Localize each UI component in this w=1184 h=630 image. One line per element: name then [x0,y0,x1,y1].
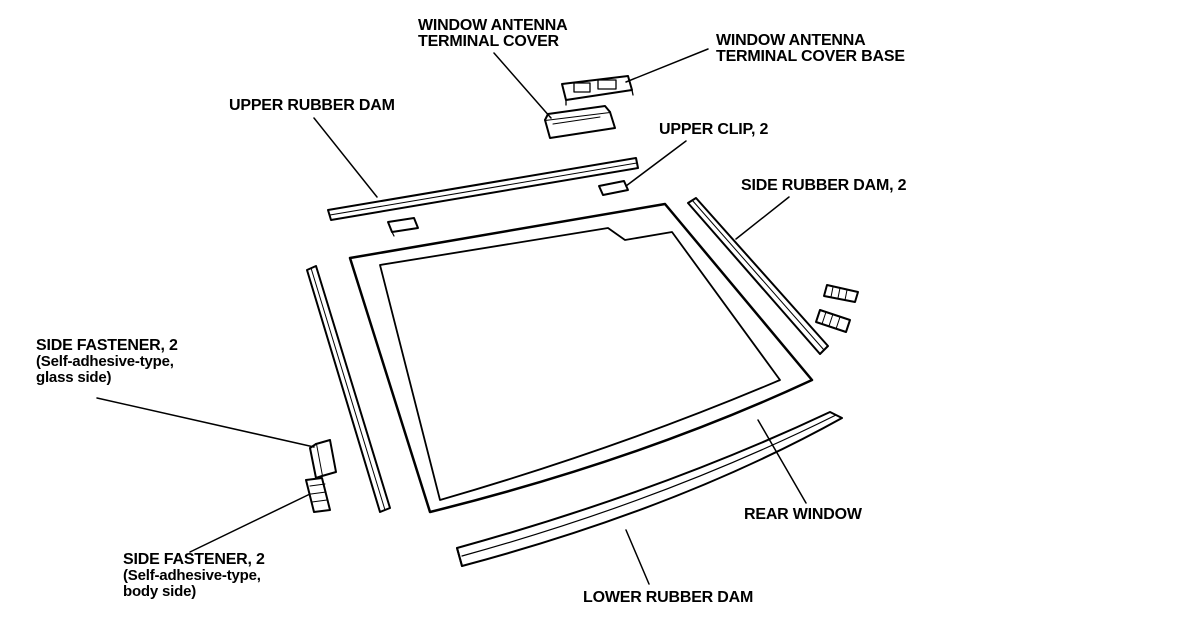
leader-lines [96,48,807,585]
leader-upper-clip [625,140,687,187]
label-line: TERMINAL COVER [418,33,559,50]
leader-side-rubber-dam [735,196,790,240]
label-line: (Self-adhesive-type, [36,353,174,370]
leader-terminal-cover [493,52,552,119]
rear-window-glass [348,202,814,514]
side-fastener-body-side [305,477,331,513]
side-fastener-glass-side [309,439,337,479]
side-fastener-right-lower [815,309,851,333]
label-line: TERMINAL COVER BASE [716,48,905,65]
label-lower-rubber-dam: LOWER RUBBER DAM [583,589,754,606]
side-rubber-dam-right [687,197,829,355]
upper-clip-left [387,217,419,237]
leader-upper-rubber-dam [313,117,378,198]
window-antenna-terminal-cover-base [561,75,634,106]
label-side-fastener-body-side: SIDE FASTENER, 2 (Self-adhesive-type, bo… [123,552,265,600]
label-upper-clip: UPPER CLIP, 2 [659,121,769,138]
leader-rear-window [757,419,807,504]
label-window-antenna-terminal-cover-base: WINDOW ANTENNA TERMINAL COVER BASE [716,33,905,65]
label-line: (Self-adhesive-type, [123,567,261,584]
leader-side-fastener-body [189,493,311,553]
side-fastener-right-upper [823,284,859,303]
label-upper-rubber-dam: UPPER RUBBER DAM [229,97,395,114]
label-line: WINDOW ANTENNA [716,32,866,49]
label-side-fastener-glass-side: SIDE FASTENER, 2 (Self-adhesive-type, gl… [36,338,178,386]
label-line: SIDE FASTENER, 2 [36,337,178,354]
upper-clip-right [598,180,629,196]
lower-rubber-dam [456,411,843,567]
label-rear-window: REAR WINDOW [744,506,862,523]
upper-rubber-dam [327,157,639,221]
label-window-antenna-terminal-cover: WINDOW ANTENNA TERMINAL COVER [418,17,568,50]
leader-side-fastener-glass [96,397,315,448]
label-line: WINDOW ANTENNA [418,17,568,34]
leader-terminal-cover-base [625,48,709,83]
leader-lower-rubber-dam [625,529,650,585]
label-line: SIDE FASTENER, 2 [123,551,265,568]
window-antenna-terminal-cover [544,105,616,139]
side-rubber-dam-left [306,265,391,513]
label-side-rubber-dam: SIDE RUBBER DAM, 2 [741,177,907,194]
label-line: body side) [123,583,197,600]
label-line: glass side) [36,369,112,386]
